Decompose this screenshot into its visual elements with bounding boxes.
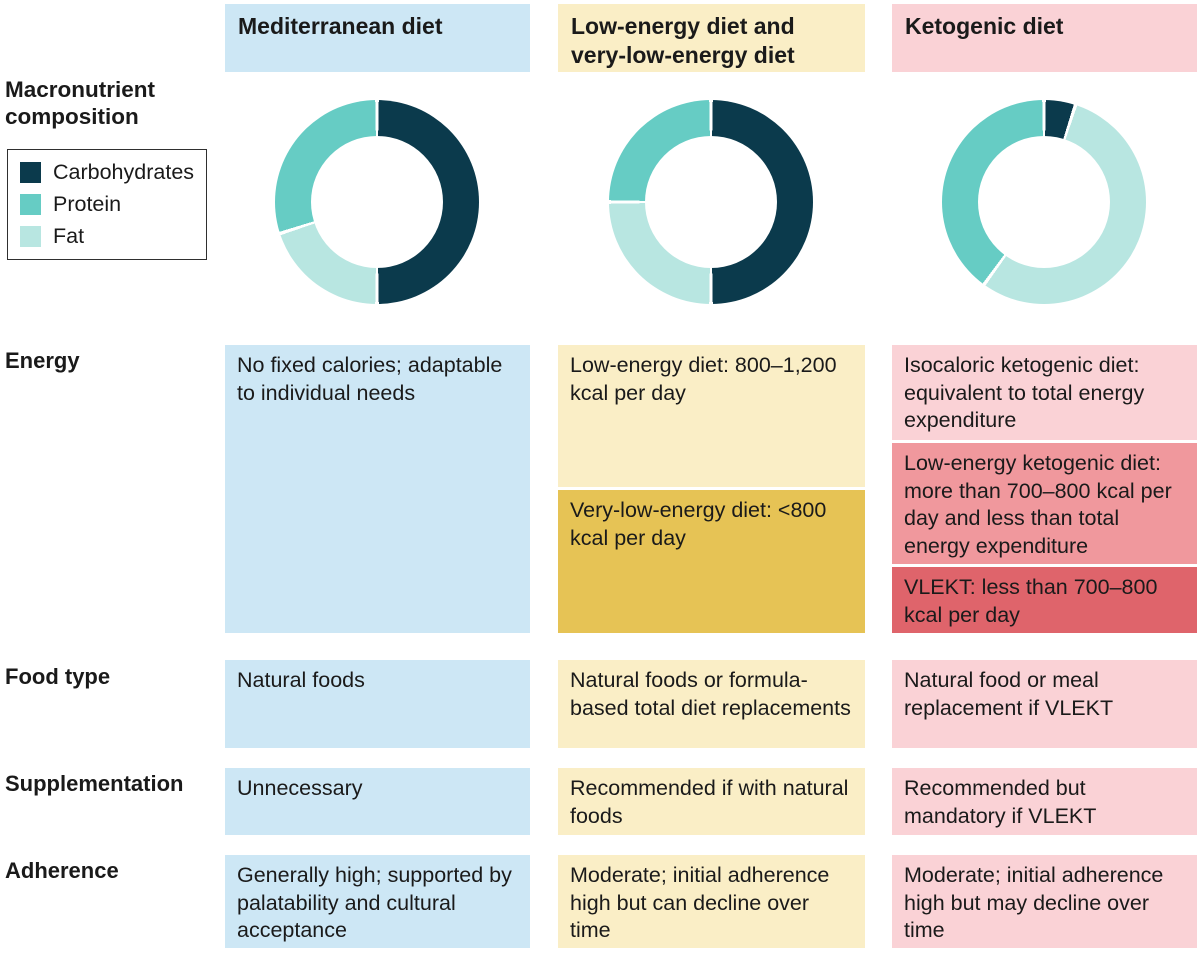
cell-text: Recommended if with natural foods [570, 776, 849, 828]
macronutrient-composition-label: Macronutrient composition [5, 77, 156, 129]
legend-label: Protein [53, 192, 122, 216]
energy-cell: No fixed calories; adaptable to individu… [225, 345, 530, 633]
cell-text: Moderate; initial adherence high but may… [904, 863, 1164, 942]
cell-text: Moderate; initial adherence high but can… [570, 863, 830, 942]
cells-energy-ketogenic: Isocaloric ketogenic diet: equivalent to… [892, 345, 1197, 633]
legend-item: Fat [20, 225, 194, 248]
legend-label: Fat [53, 224, 85, 248]
cells-supplementation-mediterranean: Unnecessary [225, 768, 530, 835]
cells-adherence-mediterranean: Generally high; supported by palatabilit… [225, 855, 530, 948]
donut-hole [311, 136, 443, 268]
cell-text: Natural foods [237, 668, 365, 692]
column-header-low-energy: Low-energy diet and very-low-energy diet [558, 4, 865, 72]
cells-adherence-ketogenic: Moderate; initial adherence high but may… [892, 855, 1197, 948]
cells-supplementation-low-energy: Recommended if with natural foods [558, 768, 865, 835]
legend-label: Carbohydrates [53, 160, 195, 184]
cell-text: Low-energy ketogenic diet: more than 700… [904, 451, 1172, 558]
cell-text: Isocaloric ketogenic diet: equivalent to… [904, 353, 1145, 432]
cell-text: Recommended but mandatory if VLEKT [904, 776, 1097, 828]
swatch-fat-icon [20, 226, 41, 247]
donut-hole [978, 136, 1110, 268]
supplementation-cell: Recommended if with natural foods [558, 768, 865, 835]
adherence-cell: Moderate; initial adherence high but can… [558, 855, 865, 948]
cell-text: VLEKT: less than 700–800 kcal per day [904, 575, 1158, 627]
row-label-adherence: Adherence [5, 858, 119, 883]
legend-item: Protein [20, 193, 194, 216]
energy-cell: Low-energy ketogenic diet: more than 700… [892, 443, 1197, 564]
cells-food-type-low-energy: Natural foods or formula-based total die… [558, 660, 865, 748]
cell-text: Natural foods or formula-based total die… [570, 668, 851, 720]
food-type-cell: Natural foods or formula-based total die… [558, 660, 865, 748]
row-label-supplementation: Supplementation [5, 771, 184, 796]
cell-text: Generally high; supported by palatabilit… [237, 863, 512, 942]
legend-item: Carbohydrates [20, 161, 194, 184]
cell-text: Natural food or meal replacement if VLEK… [904, 668, 1114, 720]
donut-chart-low-energy [609, 100, 813, 304]
row-label-food-type: Food type [5, 664, 111, 689]
column-header-mediterranean: Mediterranean diet [225, 4, 530, 72]
cells-food-type-ketogenic: Natural food or meal replacement if VLEK… [892, 660, 1197, 748]
column-header-ketogenic: Ketogenic diet [892, 4, 1197, 72]
food-type-cell: Natural foods [225, 660, 530, 748]
row-label-energy: Energy [5, 348, 80, 373]
energy-cell: Very-low-energy diet: <800 kcal per day [558, 490, 865, 633]
adherence-cell: Generally high; supported by palatabilit… [225, 855, 530, 948]
cells-energy-mediterranean: No fixed calories; adaptable to individu… [225, 345, 530, 633]
supplementation-cell: Recommended but mandatory if VLEKT [892, 768, 1197, 835]
supplementation-cell: Unnecessary [225, 768, 530, 835]
donut-chart-mediterranean [275, 100, 479, 304]
adherence-cell: Moderate; initial adherence high but may… [892, 855, 1197, 948]
donut-hole [645, 136, 777, 268]
swatch-carbohydrates-icon [20, 162, 41, 183]
cell-text: Very-low-energy diet: <800 kcal per day [570, 498, 827, 550]
energy-cell: VLEKT: less than 700–800 kcal per day [892, 567, 1197, 633]
cell-text: Unnecessary [237, 776, 363, 800]
swatch-protein-icon [20, 194, 41, 215]
cells-supplementation-ketogenic: Recommended but mandatory if VLEKT [892, 768, 1197, 835]
cell-text: Low-energy diet: 800–1,200 kcal per day [570, 353, 837, 405]
energy-cell: Low-energy diet: 800–1,200 kcal per day [558, 345, 865, 487]
cells-adherence-low-energy: Moderate; initial adherence high but can… [558, 855, 865, 948]
food-type-cell: Natural food or meal replacement if VLEK… [892, 660, 1197, 748]
cells-food-type-mediterranean: Natural foods [225, 660, 530, 748]
cell-text: No fixed calories; adaptable to individu… [237, 353, 503, 405]
donut-chart-ketogenic [942, 100, 1146, 304]
energy-cell: Isocaloric ketogenic diet: equivalent to… [892, 345, 1197, 440]
